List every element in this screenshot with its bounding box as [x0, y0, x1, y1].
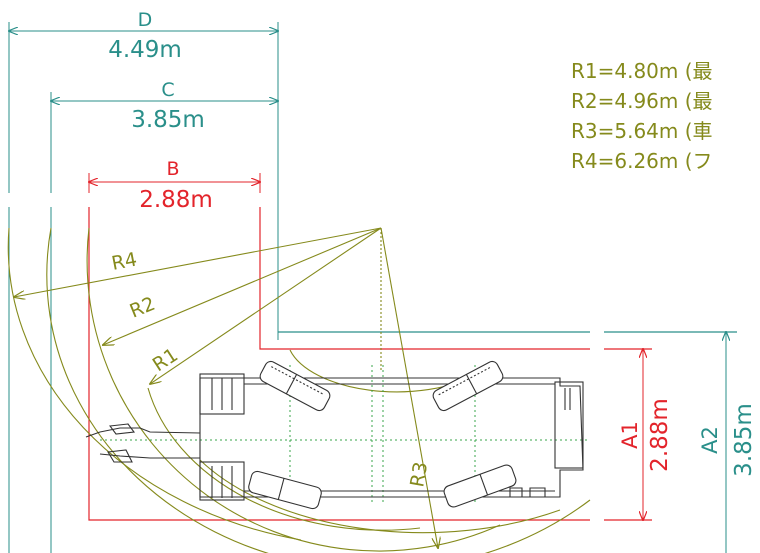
dimension-d: D 4.49m	[9, 9, 278, 553]
wheel-front-left	[259, 360, 331, 412]
wheel-rear-left	[248, 470, 322, 510]
wheel-rear-right	[443, 464, 517, 508]
dimension-a2: A2 3.85m	[698, 332, 757, 553]
dimension-a1-letter: A1	[618, 421, 642, 449]
mirror-lower-head	[107, 449, 133, 463]
wheels	[248, 360, 517, 510]
dimension-c-letter: C	[161, 79, 174, 101]
vehicle-rear-module	[554, 381, 584, 469]
front-attachment	[85, 423, 201, 463]
vehicle-bottom-detail	[509, 487, 546, 497]
radius-lines	[14, 227, 438, 548]
vehicle	[199, 373, 584, 501]
radius-label-r3: R3	[406, 460, 432, 489]
red-corridor-outer-wall	[88, 207, 590, 521]
radius-line-r1	[150, 227, 382, 384]
mirror-upper	[85, 427, 201, 438]
dimension-a2-value: 3.85m	[731, 403, 757, 477]
arc-r1-sweep	[147, 387, 421, 531]
radius-label-r1: R1	[149, 344, 182, 376]
mirror-upper-head	[108, 423, 136, 435]
dimension-c-value: 3.85m	[131, 107, 205, 133]
radius-line-r2	[103, 227, 382, 345]
legend-r2: R2=4.96m (最	[571, 89, 713, 113]
dimension-a1: A1 2.88m	[618, 349, 673, 520]
radius-legend: R1=4.80m (最 R2=4.96m (最 R3=5.64m (車 R4=6…	[571, 59, 713, 173]
vehicle-rear-cab	[199, 461, 245, 501]
radius-label-r4: R4	[110, 248, 139, 274]
dimension-b-letter: B	[166, 158, 179, 180]
red-corridor-inner-wall	[259, 207, 590, 350]
dimension-d-value: 4.49m	[108, 37, 182, 63]
dimension-b-value: 2.88m	[139, 187, 213, 213]
dimension-a1-value: 2.88m	[647, 398, 673, 472]
wheel-front-right	[432, 360, 504, 412]
legend-r4: R4=6.26m (フ	[571, 149, 713, 173]
legend-r3: R3=5.64m (車	[571, 119, 713, 143]
dimension-a2-letter: A2	[698, 426, 722, 454]
arc-r3-front	[46, 227, 591, 553]
vehicle-front-cab	[199, 373, 245, 415]
radius-label-r2: R2	[127, 293, 159, 323]
dimension-c: C 3.85m	[51, 79, 278, 553]
arc-r4-outer	[7, 227, 302, 541]
legend-r1: R1=4.80m (最	[571, 59, 713, 83]
arc-r2-sweep	[199, 459, 561, 534]
radius-line-r3	[380, 227, 438, 548]
dimension-b: B 2.88m	[89, 158, 260, 213]
arc-r2	[86, 227, 501, 552]
dimension-d-letter: D	[138, 9, 153, 31]
radius-line-r4	[14, 227, 382, 297]
